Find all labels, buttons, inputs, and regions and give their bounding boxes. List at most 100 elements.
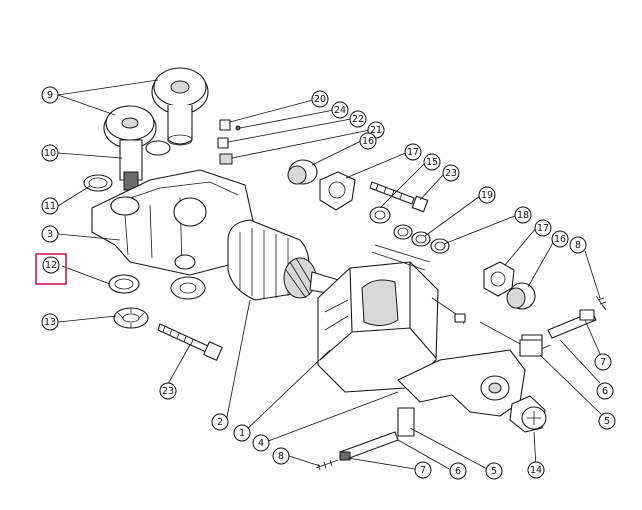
- callout-circle: [485, 462, 503, 480]
- callout-text: 20: [314, 94, 326, 105]
- star-washer-13: [113, 307, 149, 329]
- callout-text: 24: [334, 105, 346, 116]
- brush-22: [217, 137, 229, 149]
- callout-19: 19: [478, 186, 496, 204]
- callout-circle: [41, 313, 59, 331]
- washer-11: [83, 174, 113, 192]
- callout-15: 15: [423, 153, 441, 171]
- callout-text: 4: [258, 438, 264, 449]
- callout-text: 2: [217, 417, 223, 428]
- washer-18: [430, 238, 450, 254]
- callout-text: 23: [445, 168, 457, 179]
- callout-text: 23: [162, 386, 174, 397]
- callout-text: 9: [47, 90, 53, 101]
- callout-text: 8: [278, 451, 284, 462]
- callout-circle: [569, 236, 587, 254]
- callout-12: 12: [42, 256, 60, 274]
- callout-13: 13: [41, 313, 59, 331]
- washer-12: [108, 274, 140, 294]
- callout-circle: [349, 110, 367, 128]
- callout-text: 1: [239, 428, 245, 439]
- long-screw: [157, 323, 223, 361]
- callout-circle: [359, 132, 377, 150]
- callout-circle: [478, 186, 496, 204]
- retainer-top: [319, 171, 356, 211]
- brush-holder-upper: [519, 295, 607, 357]
- callout-11: 11: [41, 197, 59, 215]
- bearing-14: [509, 395, 547, 433]
- leader-lines: [57, 79, 602, 472]
- callout-text: 12: [45, 260, 57, 271]
- callout-circle: [311, 90, 329, 108]
- armature: [227, 219, 346, 301]
- callout-circle: [159, 382, 177, 400]
- callout-6: 6: [596, 382, 614, 400]
- callout-23: 23: [159, 382, 177, 400]
- callout-4: 4: [252, 434, 270, 452]
- callout-24: 24: [331, 101, 349, 119]
- callout-14: 14: [527, 461, 545, 479]
- callout-text: 6: [455, 466, 461, 477]
- callout-17: 17: [404, 143, 422, 161]
- spring-24: [235, 125, 241, 131]
- callout-circle: [551, 230, 569, 248]
- drive-shaft: [119, 139, 143, 191]
- callout-7: 7: [594, 353, 612, 371]
- grommet-right: [506, 282, 536, 310]
- callout-10: 10: [41, 144, 59, 162]
- callout-3: 3: [41, 225, 59, 243]
- callout-text: 18: [517, 210, 529, 221]
- callout-17: 17: [534, 219, 552, 237]
- callout-circle: [514, 206, 532, 224]
- callout-circle: [414, 461, 432, 479]
- callout-circle: [252, 434, 270, 452]
- callout-8: 8: [569, 236, 587, 254]
- callout-text: 10: [44, 148, 56, 159]
- callout-circle: [233, 424, 251, 442]
- callout-circle: [598, 412, 616, 430]
- callout-circle: [272, 447, 290, 465]
- callout-text: 13: [44, 317, 56, 328]
- callout-text: 7: [600, 357, 606, 368]
- callout-5: 5: [485, 462, 503, 480]
- field-stator: [317, 261, 466, 393]
- brush-20: [219, 119, 231, 131]
- callout-circle: [41, 86, 59, 104]
- callout-20: 20: [311, 90, 329, 108]
- callout-text: 5: [604, 416, 610, 427]
- callout-9: 9: [41, 86, 59, 104]
- highlight-box: [35, 253, 67, 285]
- callout-8: 8: [272, 447, 290, 465]
- callout-circle: [423, 153, 441, 171]
- callout-text: 16: [554, 234, 566, 245]
- callout-text: 21: [370, 125, 382, 136]
- callout-text: 17: [407, 147, 419, 158]
- callout-18: 18: [514, 206, 532, 224]
- callout-text: 22: [352, 114, 364, 125]
- callout-circle: [41, 197, 59, 215]
- callout-text: 15: [426, 157, 438, 168]
- callout-text: 17: [537, 223, 549, 234]
- callout-text: 7: [420, 465, 426, 476]
- callout-text: 14: [530, 465, 542, 476]
- callout-16: 16: [359, 132, 377, 150]
- washer-23: [369, 206, 391, 224]
- callout-circle: [534, 219, 552, 237]
- callout-22: 22: [349, 110, 367, 128]
- callout-circle: [404, 143, 422, 161]
- callout-circle: [442, 164, 460, 182]
- callout-5: 5: [598, 412, 616, 430]
- washer-19a: [393, 224, 413, 240]
- callout-circle: [449, 462, 467, 480]
- callout-text: 6: [602, 386, 608, 397]
- callout-circle: [596, 382, 614, 400]
- grommet-top: [287, 159, 318, 185]
- callout-circle: [594, 353, 612, 371]
- callout-circle: [211, 413, 229, 431]
- brush-21: [219, 153, 233, 165]
- callout-text: 11: [44, 201, 56, 212]
- gear-large: [151, 67, 209, 146]
- callout-7: 7: [414, 461, 432, 479]
